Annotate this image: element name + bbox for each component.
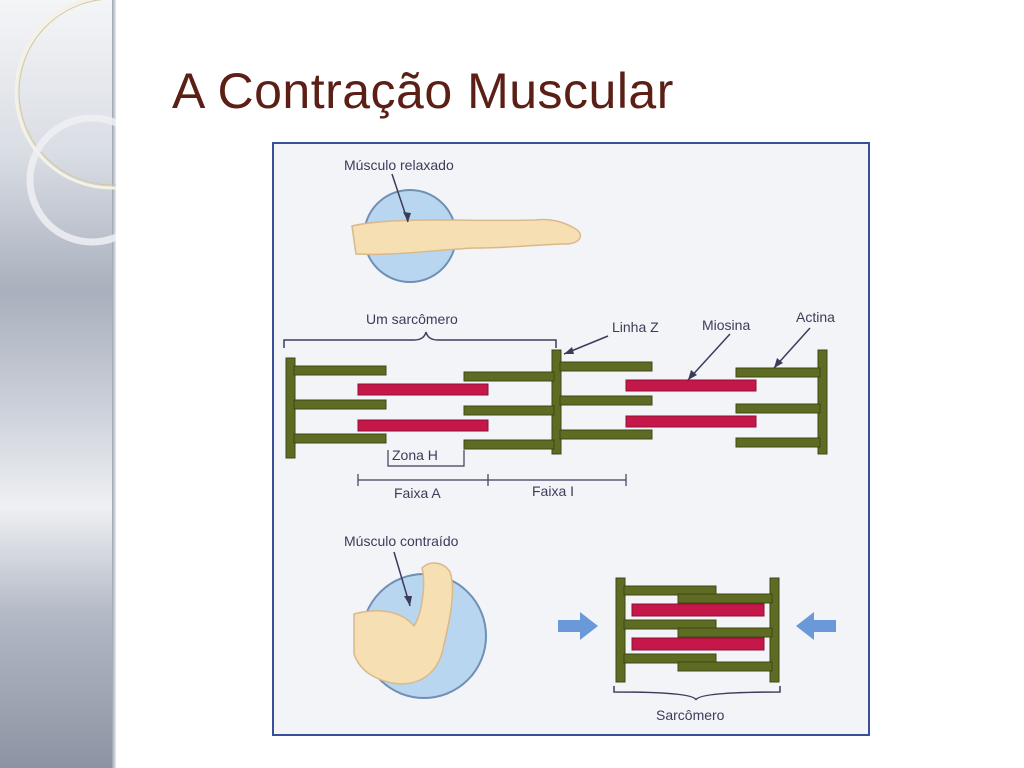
bottom-sarcomere-brace — [613, 686, 781, 701]
label-myosin: Miosina — [702, 317, 750, 333]
actin-filament — [623, 585, 717, 596]
actin-filament — [677, 593, 773, 604]
actin-filament — [463, 371, 555, 382]
left-compression-arrow — [558, 612, 598, 640]
label-h-zone: Zona H — [392, 447, 438, 463]
actin-filament — [463, 439, 555, 450]
label-actin: Actina — [796, 309, 835, 325]
label-one-sarcomere: Um sarcômero — [366, 311, 458, 327]
actin-filament — [293, 433, 387, 444]
actin-filament — [293, 399, 387, 410]
muscle-contraction-figure: Músculo relaxado Um sarcômero Linha Z Mi… — [272, 142, 870, 736]
actin-filament — [677, 661, 773, 672]
slide-title: A Contração Muscular — [172, 63, 674, 119]
actin-filament — [559, 395, 653, 406]
actin-filament — [677, 627, 773, 638]
right-compression-arrow — [796, 612, 836, 640]
h-zone-bracket — [387, 450, 465, 467]
label-i-band: Faixa I — [532, 483, 574, 499]
decorative-rings — [14, 0, 116, 246]
myosin-filament — [625, 379, 757, 392]
myosin-filament — [357, 419, 489, 432]
actin-filament — [623, 653, 717, 664]
actin-filament — [293, 365, 387, 376]
contracted-arm-shape — [353, 562, 454, 685]
label-a-band: Faixa A — [394, 485, 441, 501]
relaxed-arm-shape — [351, 218, 582, 256]
actin-filament — [623, 619, 717, 630]
actin-filament — [559, 361, 653, 372]
actin-filament — [559, 429, 653, 440]
myosin-filament — [357, 383, 489, 396]
actin-filament — [463, 405, 555, 416]
myosin-filament — [625, 415, 757, 428]
contracted-sarcomere — [615, 577, 780, 683]
side-decor-edge — [112, 0, 116, 768]
label-contracted-muscle: Músculo contraído — [344, 533, 459, 549]
contracted-muscle-illustration — [353, 551, 487, 699]
z-line-left — [615, 577, 626, 683]
myosin-filament — [631, 603, 765, 617]
actin-filament — [735, 367, 821, 378]
sarcomere-diagram: Músculo relaxado Um sarcômero Linha Z Mi… — [283, 157, 836, 723]
label-z-line: Linha Z — [612, 319, 659, 335]
z-line-right — [817, 349, 828, 455]
actin-filament — [735, 403, 821, 414]
myosin-filament — [631, 637, 765, 651]
label-relaxed-muscle: Músculo relaxado — [344, 157, 454, 173]
label-sarcomere: Sarcômero — [656, 707, 725, 723]
actin-filament — [735, 437, 821, 448]
relaxed-sarcomeres — [285, 349, 828, 459]
relaxed-muscle-illustration — [351, 173, 582, 283]
sarcomere-brace — [283, 331, 557, 348]
